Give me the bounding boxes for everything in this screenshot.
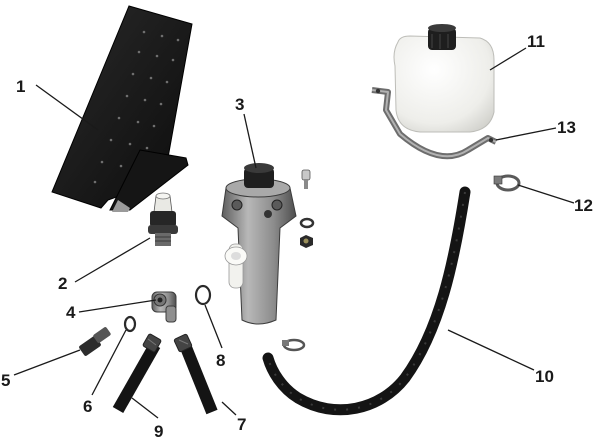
callout-12: 12: [517, 184, 593, 215]
short-hose-right: [173, 333, 218, 415]
callout-2: 2: [58, 237, 151, 293]
callout-number: 4: [66, 303, 76, 322]
reservoir-bracket: [371, 87, 498, 160]
hose-clip: [282, 338, 306, 352]
callout-8: 8: [204, 304, 225, 370]
callout-4: 4: [66, 299, 157, 322]
fluid-reservoir: [393, 24, 495, 133]
nut: [300, 235, 313, 248]
callout-11: 11: [489, 32, 545, 71]
callout-3: 3: [235, 95, 257, 169]
callout-6: 6: [83, 329, 127, 416]
callout-13: 13: [495, 118, 576, 141]
callout-number: 12: [574, 196, 593, 215]
pedal-grip-dots: [93, 30, 180, 184]
accelerator-pedal: [51, 5, 193, 212]
bleed-screw: [301, 169, 311, 189]
callout-9: 9: [131, 397, 163, 441]
callout-1: 1: [16, 77, 99, 131]
o-ring: [194, 284, 212, 306]
callout-number: 11: [527, 32, 545, 51]
callout-number: 9: [154, 422, 163, 441]
callout-5: 5: [1, 349, 81, 390]
callout-number: 13: [557, 118, 576, 137]
callout-number: 10: [535, 367, 554, 386]
callout-7: 7: [221, 401, 246, 434]
hose-clamp: [493, 174, 521, 192]
callout-number: 5: [1, 371, 10, 390]
callout-number: 3: [235, 95, 244, 114]
reservoir-hose: [262, 186, 471, 416]
pressure-switch: [148, 192, 178, 246]
callout-number: 6: [83, 397, 92, 416]
sealing-washer: [123, 315, 137, 333]
banjo-fitting: [151, 291, 177, 323]
master-cylinder: [221, 163, 297, 325]
callout-number: 8: [216, 351, 225, 370]
callout-number: 2: [58, 274, 67, 293]
callout-number: 1: [16, 77, 25, 96]
washer: [299, 217, 315, 229]
callout-number: 7: [237, 415, 246, 434]
short-hose-left: [112, 333, 162, 413]
callout-10: 10: [447, 329, 554, 386]
banjo-bolt: [79, 327, 111, 356]
